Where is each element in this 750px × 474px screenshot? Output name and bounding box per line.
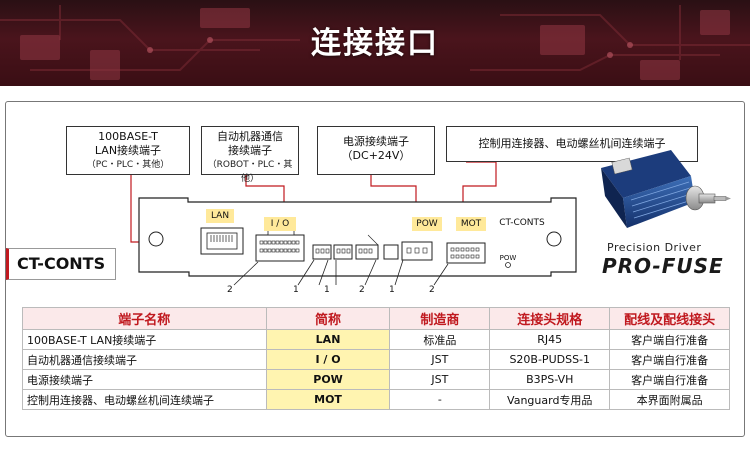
callout-pow-line2: （DC+24V）	[341, 149, 411, 162]
mount-hole-left	[148, 231, 164, 247]
table-cell: S20B-PUDSS-1	[489, 349, 611, 370]
table-cell: 本界面附属品	[609, 389, 730, 410]
header-banner: 连接接口	[0, 0, 750, 86]
callout-lan-line2: LAN接续端子	[94, 144, 162, 157]
callout-io-line1: 自动机器通信	[217, 130, 283, 143]
board-model-text: CT-CONTS	[499, 218, 545, 228]
table-cell: 客户端自行准备	[609, 349, 730, 370]
table-row: 100BASE-T LAN接续端子 LAN 标准品 RJ45 客户端自行准备	[22, 329, 730, 350]
table-cell: POW	[265, 369, 391, 390]
pin-number: 1	[389, 285, 395, 295]
table-cell: LAN	[265, 329, 391, 350]
model-label: CT-CONTS	[6, 248, 116, 280]
table-cell: -	[389, 389, 491, 410]
table-row: 电源接续端子 POW JST B3PS-VH 客户端自行准备	[22, 369, 730, 390]
column-header: 简称	[265, 307, 391, 330]
column-header: 配线及配线接头	[609, 307, 730, 330]
board-label-lan: LAN	[206, 209, 234, 223]
callout-io-line3: （ROBOT・PLC・其他）	[207, 160, 293, 184]
board-label-io: I / O	[264, 217, 296, 231]
table-cell: JST	[389, 349, 491, 370]
leader-io	[245, 175, 285, 207]
io-connector	[255, 234, 305, 262]
pow-led	[505, 262, 511, 268]
pcb-background-graphic	[0, 5, 750, 80]
table-cell: Vanguard专用品	[489, 389, 611, 410]
callout-io-line2: 接续端子	[228, 144, 272, 157]
pin-number: 2	[429, 285, 435, 295]
column-header: 制造商	[389, 307, 491, 330]
table-header-row: 端子名称 简称 制造商 连接头规格 配线及配线接头	[22, 307, 730, 330]
table-cell: 客户端自行准备	[609, 329, 730, 350]
pin-number: 1	[293, 285, 299, 295]
table-cell: 100BASE-T LAN接续端子	[22, 329, 267, 350]
table-cell: 电源接续端子	[22, 369, 267, 390]
mot-connector	[446, 242, 486, 264]
connector-spec-table: 端子名称 简称 制造商 连接头规格 配线及配线接头 100BASE-T LAN接…	[22, 307, 730, 410]
board-label-pow: POW	[412, 217, 442, 231]
table-cell: 标准品	[389, 329, 491, 350]
column-header: 连接头规格	[489, 307, 611, 330]
table-cell: MOT	[265, 389, 391, 410]
table-row: 控制用连接器、电动螺丝机间连续端子 MOT - Vanguard专用品 本界面附…	[22, 389, 730, 410]
table-cell: JST	[389, 369, 491, 390]
callout-pow-line1: 电源接续端子	[343, 135, 409, 148]
page-title: 连接接口	[311, 26, 439, 61]
callout-mot-line1: 控制用连接器、电动螺丝机间连续端子	[478, 137, 666, 150]
precision-driver-product-image	[601, 150, 731, 228]
callout-io: 自动机器通信 接续端子 （ROBOT・PLC・其他）	[201, 126, 299, 184]
pin-number: 1	[324, 285, 330, 295]
board-label-pow-led: POW	[499, 254, 517, 262]
brand-logo-text: PRO-FUSE	[602, 254, 724, 278]
pin-number: 2	[227, 285, 233, 295]
pin-number: 2	[359, 285, 365, 295]
leader-pow	[370, 175, 417, 207]
product-caption: Precision Driver	[607, 241, 702, 254]
callout-lan-line1: 100BASE-T	[98, 130, 158, 143]
callout-lan-line3: （PC・PLC・其他）	[86, 160, 170, 170]
table-cell: RJ45	[489, 329, 611, 350]
table-cell: B3PS-VH	[489, 369, 611, 390]
callout-lan: 100BASE-T LAN接续端子 （PC・PLC・其他）	[66, 126, 190, 175]
table-cell: 控制用连接器、电动螺丝机间连续端子	[22, 389, 267, 410]
mount-hole-right	[546, 231, 562, 247]
content-frame: 100BASE-T LAN接续端子 （PC・PLC・其他） 自动机器通信 接续端…	[5, 101, 745, 437]
leader-mot	[462, 161, 497, 207]
column-header: 端子名称	[22, 307, 267, 330]
table-row: 自动机器通信接续端子 I / O JST S20B-PUDSS-1 客户端自行准…	[22, 349, 730, 370]
table-cell: I / O	[265, 349, 391, 370]
callout-pow: 电源接续端子 （DC+24V）	[317, 126, 435, 175]
board-label-mot: MOT	[456, 217, 486, 231]
table-cell: 客户端自行准备	[609, 369, 730, 390]
table-cell: 自动机器通信接续端子	[22, 349, 267, 370]
